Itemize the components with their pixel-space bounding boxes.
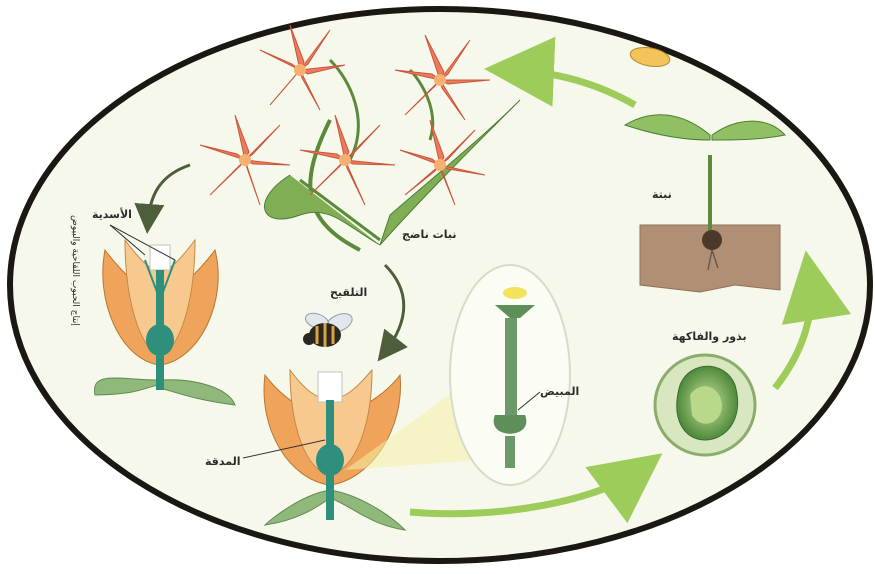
label-seed-and-fruit: بذور والفاكهة	[672, 330, 747, 343]
label-pistil: المدقة	[205, 455, 241, 468]
label-pollination: التلقيح	[330, 286, 367, 299]
label-seedling: نبتة	[652, 188, 672, 201]
label-mature-plant: نبات ناضج	[402, 228, 456, 241]
seed-cross-section	[655, 355, 755, 455]
label-vertical-note: إنتاج الحبوب اللقاحية والبيوض	[70, 215, 80, 326]
label-ovary: المبيض	[540, 385, 579, 398]
label-stamens: الأسدية	[92, 208, 132, 221]
pistil-zoom	[450, 265, 570, 485]
